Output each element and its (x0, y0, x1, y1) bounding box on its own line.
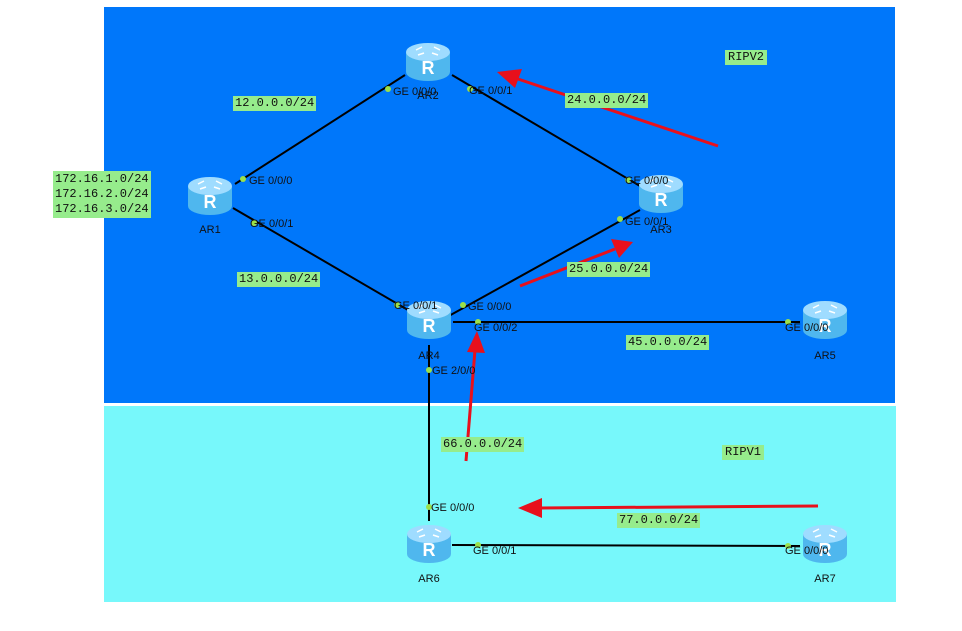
link-ar1-ar2 (234, 74, 406, 185)
link-ar2-ar3 (451, 74, 641, 187)
port-dot (475, 319, 481, 325)
network-label-12: 12.0.0.0/24 (233, 96, 317, 111)
iface-ar2-g000: GE 0/0/0 (393, 86, 437, 98)
ripv2-label: RIPV2 (725, 50, 768, 65)
router-name-ar5: AR5 (814, 350, 836, 362)
svg-text:R: R (819, 316, 832, 336)
router-icon: R (188, 177, 232, 215)
router-icon: R (407, 301, 451, 339)
port-dot (460, 302, 466, 308)
iface-ar1-g001: GE 0/0/1 (250, 218, 294, 230)
network-label-25: 25.0.0.0/24 (567, 262, 651, 277)
iface-ar7-g000: GE 0/0/0 (785, 545, 829, 557)
router-ar2[interactable]: R (404, 40, 452, 84)
link-ar6-ar7 (451, 544, 801, 547)
router-ar7[interactable]: R (801, 522, 849, 566)
network-label-77: 77.0.0.0/24 (617, 513, 701, 528)
router-ar1[interactable]: R (186, 174, 234, 218)
router-name-ar2: AR2 (417, 90, 439, 102)
router-icon: R (407, 525, 451, 563)
iface-ar6-g000: GE 0/0/0 (431, 502, 475, 514)
iface-ar2-g001: GE 0/0/1 (469, 85, 513, 97)
loopback-networks-label: 172.16.1.0/24 172.16.2.0/24 172.16.3.0/2… (53, 171, 151, 218)
network-label-24: 24.0.0.0/24 (565, 93, 649, 108)
arrowhead-24 (497, 69, 522, 88)
router-ar6[interactable]: R (405, 522, 453, 566)
port-dot (617, 216, 623, 222)
router-ar5[interactable]: R (801, 298, 849, 342)
svg-text:R: R (423, 316, 436, 336)
svg-text:R: R (819, 540, 832, 560)
arrow-77-to-ar6 (539, 504, 819, 510)
arrow-24-to-ar2 (514, 76, 719, 148)
iface-ar4-g200: GE 2/0/0 (432, 365, 476, 377)
network-label-13: 13.0.0.0/24 (237, 272, 321, 287)
svg-text:R: R (204, 192, 217, 212)
loopback-network: 172.16.1.0/24 (55, 172, 149, 186)
port-dot (785, 543, 791, 549)
iface-ar6-g001: GE 0/0/1 (473, 545, 517, 557)
port-dot (785, 319, 791, 325)
loopback-network: 172.16.3.0/24 (55, 202, 149, 216)
iface-ar5-g000: GE 0/0/0 (785, 322, 829, 334)
router-ar4[interactable]: R (405, 298, 453, 342)
svg-text:R: R (422, 58, 435, 78)
router-name-ar1: AR1 (199, 224, 221, 236)
router-name-ar3: AR3 (650, 224, 672, 236)
network-label-66: 66.0.0.0/24 (441, 437, 525, 452)
iface-ar3-g000: GE 0/0/0 (625, 175, 669, 187)
port-dot (394, 302, 400, 308)
arrowhead-77 (518, 498, 542, 518)
router-icon: R (803, 301, 847, 339)
port-dot (467, 86, 473, 92)
router-icon: R (406, 43, 450, 81)
link-ar4-ar3 (446, 209, 641, 318)
loopback-network: 172.16.2.0/24 (55, 187, 149, 201)
iface-ar3-g001: GE 0/0/1 (625, 216, 669, 228)
port-dot (240, 176, 246, 182)
router-name-ar7: AR7 (814, 573, 836, 585)
svg-text:R: R (423, 540, 436, 560)
router-icon: R (639, 175, 683, 213)
iface-ar1-g000: GE 0/0/0 (249, 175, 293, 187)
router-name-ar6: AR6 (418, 573, 440, 585)
iface-ar4-g002: GE 0/0/2 (474, 322, 518, 334)
network-label-45: 45.0.0.0/24 (626, 335, 710, 350)
iface-ar4-g001: GE 0/0/1 (394, 300, 438, 312)
router-ar3[interactable]: R (637, 172, 685, 216)
arrowhead-25 (611, 239, 633, 258)
port-dot (625, 177, 631, 183)
router-icon: R (803, 525, 847, 563)
port-dot (426, 367, 432, 373)
ripv1-label: RIPV1 (722, 445, 765, 460)
port-dot (426, 504, 432, 510)
svg-text:R: R (655, 190, 668, 210)
port-dot (251, 220, 257, 226)
port-dot (475, 542, 481, 548)
router-name-ar4: AR4 (418, 350, 440, 362)
arrowhead-66 (467, 331, 485, 353)
link-ar1-ar4 (232, 207, 421, 318)
port-dot (385, 86, 391, 92)
iface-ar4-g000: GE 0/0/0 (468, 301, 512, 313)
